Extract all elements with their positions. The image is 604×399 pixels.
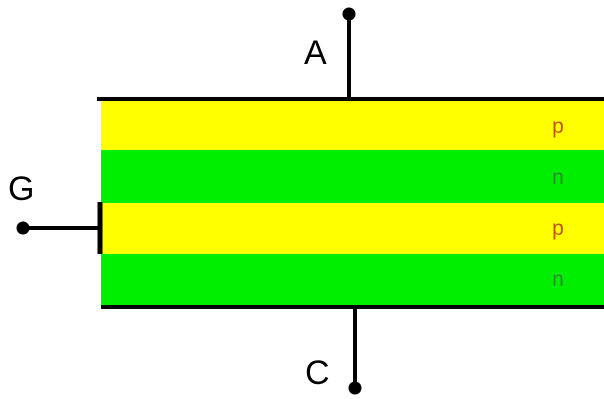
anode-terminal-dot — [342, 7, 356, 21]
n-layer-bottom — [101, 254, 604, 307]
n-layer-bottom-label: n — [552, 268, 564, 291]
p-layer-top — [101, 99, 604, 150]
cathode-label: C — [305, 354, 330, 392]
cathode-terminal-dot — [348, 381, 362, 395]
gate-terminal-dot — [16, 221, 30, 235]
n-layer-upper-label: n — [552, 166, 564, 189]
p-layer-gate — [101, 203, 604, 254]
n-layer-upper — [101, 150, 604, 203]
p-layer-gate-label: p — [552, 217, 564, 240]
p-layer-top-label: p — [552, 115, 564, 138]
anode-label: A — [304, 34, 327, 72]
gate-label: G — [8, 170, 34, 208]
